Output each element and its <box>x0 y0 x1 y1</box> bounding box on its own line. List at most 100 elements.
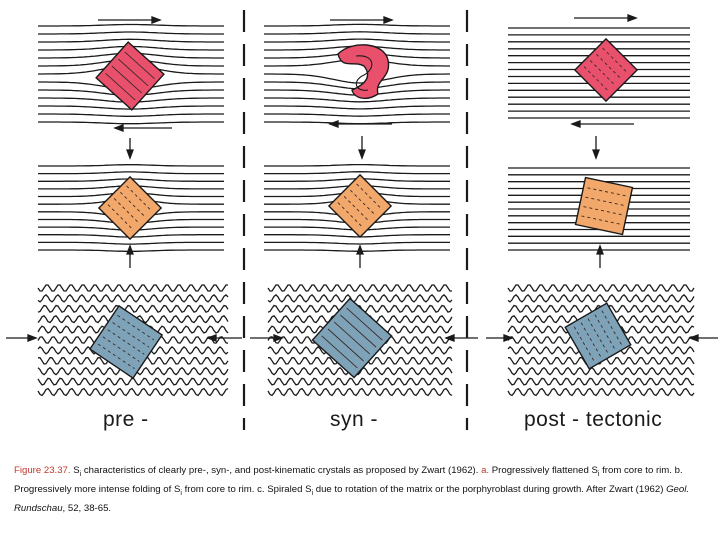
arrow-head <box>328 120 339 128</box>
inclusion-trail <box>580 322 602 358</box>
foliation-line <box>264 171 450 175</box>
arrow-head <box>273 334 284 342</box>
arrow-head <box>126 244 134 255</box>
red-crystal-pre-body <box>95 41 165 111</box>
red-crystal-syn <box>337 44 390 100</box>
inclusion-trail <box>97 343 135 370</box>
inclusion-spiral <box>355 55 373 91</box>
inclusion-trail <box>581 215 621 225</box>
caption-journal: Geol. Rundschau <box>14 483 690 514</box>
inclusion-trail <box>112 322 150 348</box>
crenulation-line <box>507 387 695 397</box>
crenulation-line <box>267 387 453 397</box>
inclusion-trail <box>105 72 136 101</box>
arrow-head <box>151 16 162 24</box>
inclusion-trail <box>573 326 595 362</box>
crenulation-line <box>37 284 228 292</box>
inclusion-trail <box>340 314 377 348</box>
foliation-line <box>264 38 450 43</box>
inclusion-trail <box>583 206 623 216</box>
inclusion-trail <box>113 198 140 225</box>
foliation-line <box>264 31 450 35</box>
inclusion-trail <box>587 318 609 354</box>
arrow-head <box>358 149 366 160</box>
foliation-line <box>38 31 224 35</box>
inclusion-trail <box>587 187 627 197</box>
inclusion-trail <box>346 307 383 341</box>
foliation-line <box>38 164 224 167</box>
orange-crystal-post <box>574 176 634 236</box>
blue-crystal-pre <box>88 304 164 380</box>
foliation-line <box>264 23 450 27</box>
red-crystal-syn-body <box>337 44 390 100</box>
red-crystal-post <box>573 37 639 103</box>
foliation-line <box>264 113 450 117</box>
foliation-line <box>38 23 224 27</box>
inclusion-trail <box>594 314 616 350</box>
orange-crystal-syn <box>327 173 393 239</box>
inclusion-trail <box>124 51 155 80</box>
orange-crystal-pre-body <box>97 175 163 241</box>
crenulation-line <box>507 294 695 303</box>
foliation-line <box>264 73 450 84</box>
foliation-line <box>38 241 224 245</box>
inclusion-trail <box>107 329 145 355</box>
arrow-head <box>356 244 364 255</box>
shear-arrows <box>6 14 718 342</box>
blue-crystal-pre-body <box>88 304 164 380</box>
arrow-head <box>383 16 394 24</box>
arrow-head <box>206 334 217 342</box>
column-dividers <box>242 10 469 430</box>
label-post-tectonic: post - tectonic <box>524 408 663 431</box>
crenulation-line <box>507 377 695 386</box>
foliation-line <box>264 241 450 245</box>
arrow-head <box>113 124 124 132</box>
foliation-line <box>38 171 224 175</box>
inclusion-trail <box>585 196 625 206</box>
inclusion-trail <box>333 321 371 355</box>
label-syn: syn - <box>330 408 379 431</box>
arrow-head <box>126 149 134 160</box>
foliation-line <box>264 234 450 238</box>
inclusion-trail <box>111 65 142 94</box>
foliation-line <box>38 38 224 43</box>
figure-caption: Figure 23.37. Si characteristics of clea… <box>14 465 690 514</box>
arrow-head <box>627 14 638 22</box>
foliation-line <box>38 121 224 125</box>
porphyroblasts <box>88 37 639 380</box>
foliation-line <box>264 163 450 167</box>
foliation-line <box>264 105 450 110</box>
blue-crystal-post <box>564 302 632 370</box>
arrow-head <box>592 149 600 160</box>
crenulation-line <box>37 387 229 397</box>
inclusion-trail <box>327 328 364 362</box>
zwart-diagram <box>6 10 718 430</box>
inclusion-trail <box>601 310 623 346</box>
blue-crystal-syn <box>311 297 393 379</box>
label-pre: pre - <box>103 408 149 431</box>
crenulation-line <box>37 304 229 313</box>
red-crystal-post-body <box>573 37 639 103</box>
crenulation-line <box>37 294 229 303</box>
crenulation-line <box>267 304 453 313</box>
orange-crystal-syn-body <box>327 173 393 239</box>
foliation-line <box>38 113 224 117</box>
crenulation-line <box>507 366 695 376</box>
red-crystal-pre <box>95 41 165 111</box>
arrow-head <box>444 334 455 342</box>
orange-crystal-post-body <box>574 176 634 236</box>
inclusion-trail <box>118 58 149 87</box>
arrow-head <box>570 120 581 128</box>
crenulation-line <box>37 377 229 386</box>
inclusion-trail <box>102 336 140 362</box>
caption-figure-number: Figure 23.37. <box>14 465 71 476</box>
inclusion-trail <box>321 335 358 369</box>
foliation-line <box>264 97 450 103</box>
foliation-line <box>264 249 450 252</box>
orange-crystal-pre <box>97 175 163 241</box>
crenulation-line <box>267 284 452 292</box>
inclusion-trail <box>117 314 155 341</box>
arrow-head <box>688 334 699 342</box>
crenulation-line <box>267 377 453 386</box>
arrow-head <box>27 334 38 342</box>
